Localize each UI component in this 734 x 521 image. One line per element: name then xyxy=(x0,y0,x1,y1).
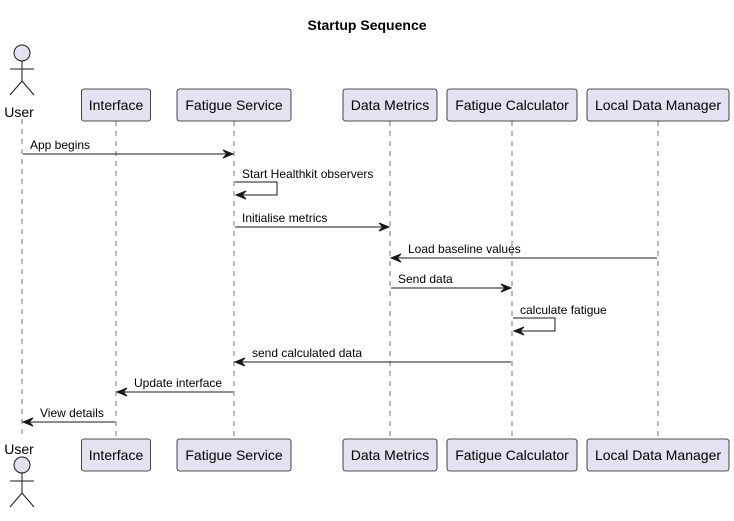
participant-box xyxy=(342,88,438,122)
arrowhead xyxy=(233,357,246,367)
participant-fatigue-calculator-top: Fatigue Calculator xyxy=(446,88,578,122)
participant-label: Fatigue Service xyxy=(185,97,282,113)
participant-label: Local Data Manager xyxy=(595,447,721,463)
participant-box xyxy=(81,88,151,122)
participant-label: Interface xyxy=(89,97,144,113)
participant-box xyxy=(446,438,578,472)
participant-data-metrics-top: Data Metrics xyxy=(342,88,438,122)
participant-label: User xyxy=(4,104,34,120)
participant-box xyxy=(586,438,730,472)
message-label: Send data xyxy=(398,272,453,286)
participant-interface-top: Interface xyxy=(81,88,151,122)
participant-label: Fatigue Calculator xyxy=(455,97,569,113)
participant-fatigue-service-bottom: Fatigue Service xyxy=(176,438,292,472)
message-2: Start Healthkit observers xyxy=(234,167,373,200)
participant-label: Data Metrics xyxy=(351,447,430,463)
message-label: Update interface xyxy=(134,376,222,390)
participant-box xyxy=(81,438,151,472)
message-6: calculate fatigue xyxy=(512,303,607,336)
message-4: Load baseline values xyxy=(389,242,657,263)
message-9: View details xyxy=(21,406,115,427)
participant-user-bottom: User xyxy=(4,441,35,508)
message-3: Initialise metrics xyxy=(235,211,391,232)
actor-icon xyxy=(9,44,35,96)
message-label: Start Healthkit observers xyxy=(242,167,373,181)
participant-fatigue-service-top: Fatigue Service xyxy=(176,88,292,122)
participant-label: Interface xyxy=(89,447,144,463)
participant-label: Fatigue Service xyxy=(185,447,282,463)
actor-icon xyxy=(9,456,35,508)
message-label: Load baseline values xyxy=(408,242,521,256)
participant-interface-bottom: Interface xyxy=(81,438,151,472)
participant-fatigue-calculator-bottom: Fatigue Calculator xyxy=(446,438,578,472)
participants-top: User Interface Fatigue Service Data Metrics… xyxy=(4,44,730,122)
participant-label: Fatigue Calculator xyxy=(455,447,569,463)
participant-local-data-manager-top: Local Data Manager xyxy=(586,88,730,122)
arrowhead xyxy=(21,417,34,427)
self-message-arrow xyxy=(513,317,556,332)
participant-local-data-manager-bottom: Local Data Manager xyxy=(586,438,730,472)
participant-data-metrics-bottom: Data Metrics xyxy=(342,438,438,472)
lifelines xyxy=(21,119,659,439)
message-label: Initialise metrics xyxy=(242,211,327,225)
participant-user-top: User xyxy=(4,44,35,120)
message-8: Update interface xyxy=(115,376,233,397)
participant-box xyxy=(342,438,438,472)
participant-label: User xyxy=(4,441,34,457)
participant-label: Data Metrics xyxy=(351,97,430,113)
message-1: App begins xyxy=(23,138,235,159)
message-7: send calculated data xyxy=(233,346,511,367)
participants-bottom: User Interface Fatigue Service Data Metrics… xyxy=(4,438,730,508)
participant-label: Local Data Manager xyxy=(595,97,721,113)
arrowhead xyxy=(389,253,402,263)
participant-box xyxy=(586,88,730,122)
message-5: Send data xyxy=(391,272,513,293)
arrowhead xyxy=(222,149,235,159)
arrowhead xyxy=(512,326,525,336)
message-label: View details xyxy=(40,406,104,420)
message-label: App begins xyxy=(30,138,90,152)
participant-box xyxy=(176,438,292,472)
participant-box xyxy=(176,88,292,122)
participant-box xyxy=(446,88,578,122)
arrowhead xyxy=(234,190,247,200)
diagram-title: Startup Sequence xyxy=(307,17,426,33)
arrowhead xyxy=(500,283,513,293)
message-label: send calculated data xyxy=(252,346,362,360)
arrowhead xyxy=(115,387,128,397)
self-message-arrow xyxy=(235,181,278,196)
message-label: calculate fatigue xyxy=(520,303,607,317)
arrowhead xyxy=(378,222,391,232)
